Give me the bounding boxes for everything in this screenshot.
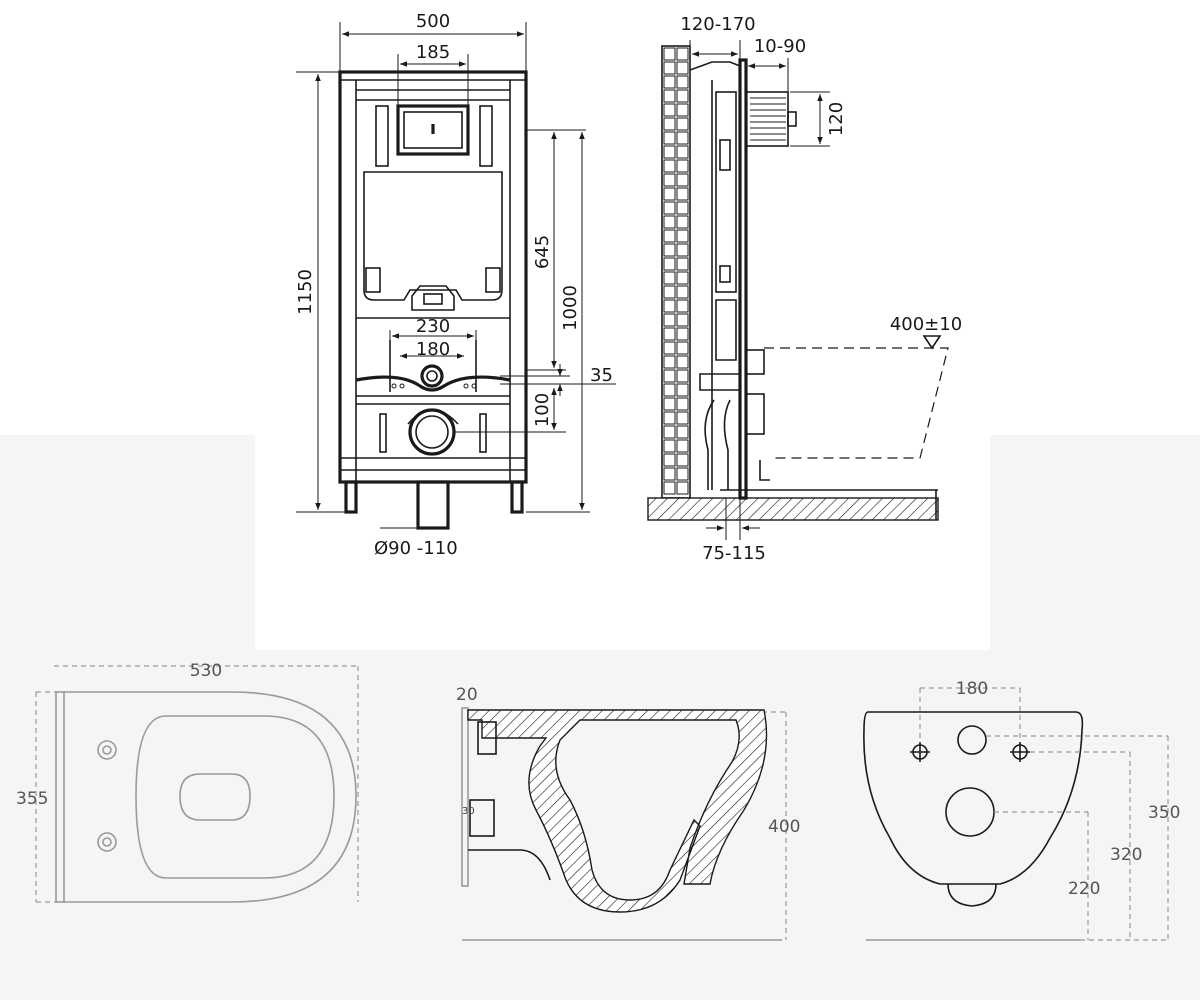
- wall-tile: [676, 341, 689, 355]
- toilet-top-view: [35, 665, 359, 903]
- wall-tile: [676, 61, 689, 75]
- wall-tile: [663, 61, 676, 75]
- dim-floor-gap: 75-115: [702, 543, 766, 564]
- wall-tile: [676, 243, 689, 257]
- dim-toilet-height: 400: [768, 817, 800, 837]
- dim-stud-spacing-outer: 230: [416, 316, 450, 337]
- dim-hole-spacing: 180: [956, 679, 988, 699]
- dim-height-total: 1150: [295, 269, 316, 315]
- wall-tile: [663, 201, 676, 215]
- wall-tile: [663, 117, 676, 131]
- dim-plate-depth: 10-90: [754, 36, 806, 57]
- wall-tile: [676, 103, 689, 117]
- wall-tile: [676, 187, 689, 201]
- wall-tile: [663, 425, 676, 439]
- wall-tile: [663, 439, 676, 453]
- wall-tiles: [663, 47, 689, 495]
- wall-tile: [663, 355, 676, 369]
- wall-tile: [663, 145, 676, 159]
- wall-tile: [676, 131, 689, 145]
- dim-mid-height: 320: [1110, 845, 1142, 865]
- wall-tile: [663, 453, 676, 467]
- dim-height-support: 645: [532, 235, 553, 269]
- wall-tile: [676, 47, 689, 61]
- wall-tile: [676, 397, 689, 411]
- toilet-back-view: [863, 687, 1169, 941]
- wall-tile: [676, 201, 689, 215]
- wall-tile: [676, 383, 689, 397]
- wall-tile: [663, 271, 676, 285]
- wall-tile: [663, 187, 676, 201]
- wall-tile: [663, 313, 676, 327]
- dim-inlet: 30: [462, 806, 475, 817]
- wall-tile: [663, 215, 676, 229]
- wall-tile: [663, 243, 676, 257]
- wall-tile: [663, 411, 676, 425]
- dim-toilet-width: 355: [16, 789, 48, 809]
- dim-width-flush-plate: 185: [416, 42, 450, 63]
- wall-tile: [663, 47, 676, 61]
- dim-height-frame: 1000: [560, 285, 581, 331]
- wall-tile: [676, 89, 689, 103]
- wall-tile: [676, 439, 689, 453]
- wall-tile: [663, 327, 676, 341]
- dim-top-height: 350: [1148, 803, 1180, 823]
- wall-tile: [663, 299, 676, 313]
- wall-tile: [676, 355, 689, 369]
- wall-tile: [663, 397, 676, 411]
- wall-tile: [676, 117, 689, 131]
- wall-tile: [676, 271, 689, 285]
- dim-drain-height: 220: [1068, 879, 1100, 899]
- wall-tile: [663, 481, 676, 495]
- wall-tile: [676, 299, 689, 313]
- wall-tile: [663, 75, 676, 89]
- toilet-side-view: [461, 707, 787, 941]
- wall-tile: [676, 313, 689, 327]
- dim-wall-gap: 120-170: [680, 14, 755, 35]
- dim-stud-offset: 35: [590, 365, 613, 386]
- wall-tile: [676, 327, 689, 341]
- wall-tile: [676, 229, 689, 243]
- wall-tile: [663, 369, 676, 383]
- wall-tile: [676, 425, 689, 439]
- wall-tile: [676, 257, 689, 271]
- dim-drain-diameter: Ø90 -110: [374, 538, 458, 559]
- dim-toilet-length: 530: [190, 661, 222, 681]
- frame-side-view: [647, 40, 949, 540]
- dim-drain-offset: 100: [532, 393, 553, 427]
- frame-front-view: [296, 22, 616, 530]
- dim-rim: 20: [456, 685, 478, 705]
- wall-tile: [676, 467, 689, 481]
- wall-tile: [663, 467, 676, 481]
- dim-stud-spacing-inner: 180: [416, 339, 450, 360]
- wall-tile: [676, 159, 689, 173]
- wall-tile: [676, 481, 689, 495]
- background-panel-bottom: [0, 650, 1200, 1000]
- wall-tile: [676, 285, 689, 299]
- wall-tile: [663, 257, 676, 271]
- dim-flush-height: 120: [826, 102, 847, 136]
- wall-tile: [663, 285, 676, 299]
- wall-tile: [663, 103, 676, 117]
- wall-tile: [676, 453, 689, 467]
- wall-tile: [663, 131, 676, 145]
- wall-tile: [676, 173, 689, 187]
- wall-tile: [676, 369, 689, 383]
- wall-tile: [663, 173, 676, 187]
- wall-tile: [676, 411, 689, 425]
- wall-tile: [676, 75, 689, 89]
- wall-tile: [663, 89, 676, 103]
- wall-tile: [663, 341, 676, 355]
- dim-width-total: 500: [416, 11, 450, 32]
- wall-tile: [676, 145, 689, 159]
- wall-tile: [676, 215, 689, 229]
- dim-seat-height: 400±10: [890, 314, 962, 335]
- wall-tile: [663, 159, 676, 173]
- wall-tile: [663, 229, 676, 243]
- wall-tile: [663, 383, 676, 397]
